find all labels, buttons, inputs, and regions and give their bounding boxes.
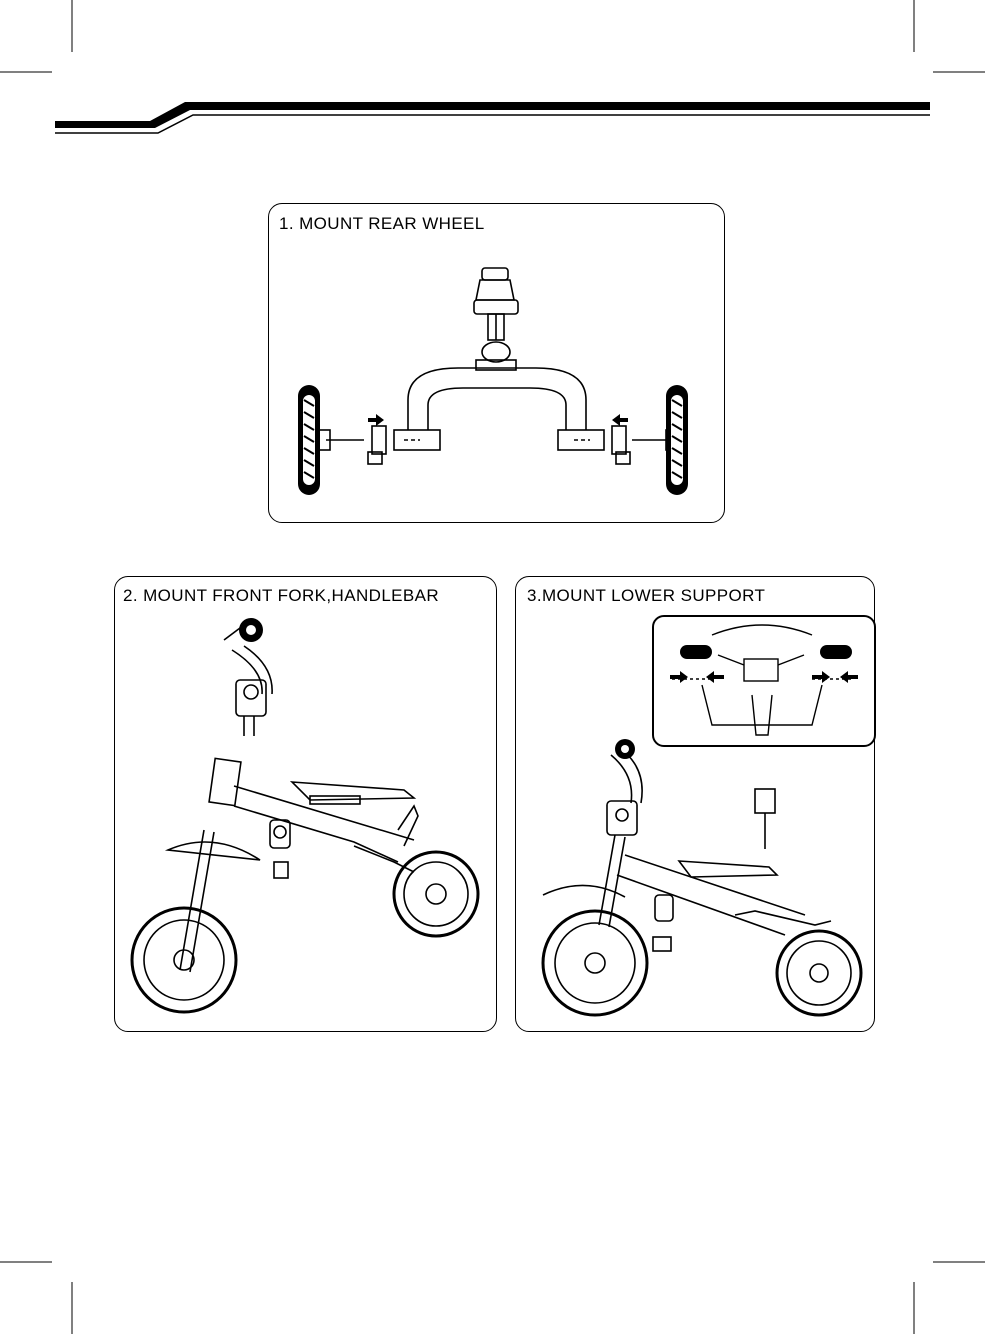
step-3-title: 3.MOUNT LOWER SUPPORT [527, 586, 765, 606]
header-bar [0, 95, 985, 155]
front-fork-diagram [114, 610, 495, 1030]
step-2-title: 2. MOUNT FRONT FORK,HANDLEBAR [123, 586, 439, 606]
step-1-title: 1. MOUNT REAR WHEEL [279, 214, 485, 234]
lower-support-inset-diagram [652, 615, 872, 743]
rear-wheel-diagram [268, 260, 728, 500]
lower-support-diagram [515, 725, 873, 1025]
